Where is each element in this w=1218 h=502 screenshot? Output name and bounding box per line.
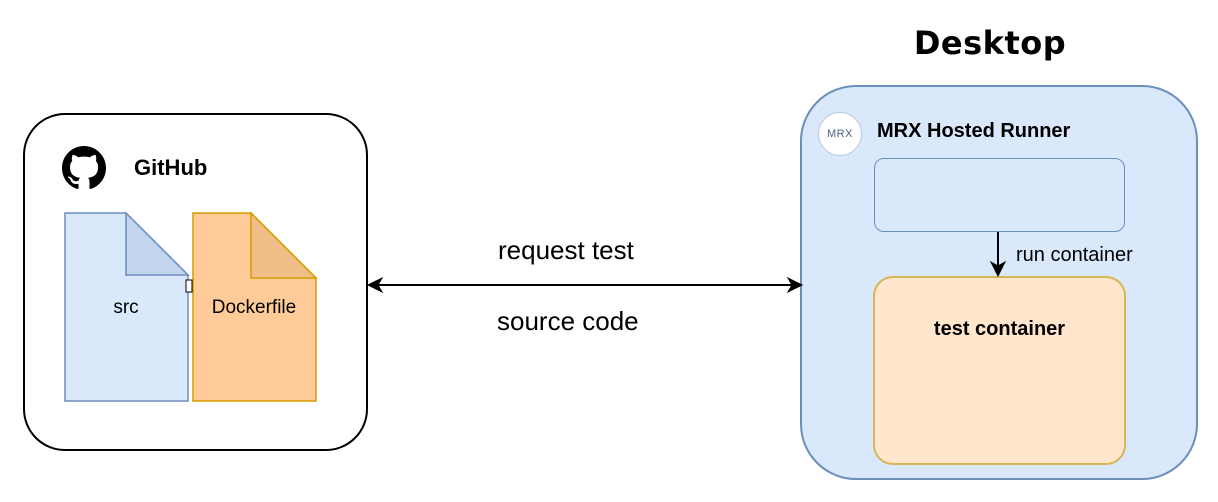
github-label: GitHub (134, 155, 208, 180)
desktop-title: Desktop (913, 24, 1067, 62)
runner-label: MRX Hosted Runner (877, 120, 1071, 142)
runner-box (874, 158, 1125, 232)
mrx-logo-icon: MRX (818, 112, 862, 156)
bidirectional-arrow (366, 276, 804, 294)
file-link-marker (185, 279, 193, 293)
test-container-box (873, 276, 1126, 465)
github-icon (62, 146, 106, 189)
request-test-label: request test (498, 235, 634, 265)
run-container-arrow (989, 232, 1007, 278)
src-file-icon (64, 211, 190, 402)
test-container-label: test container (933, 318, 1066, 340)
source-code-label: source code (497, 306, 639, 336)
dockerfile-label: Dockerfile (211, 297, 297, 318)
dockerfile-icon (192, 211, 318, 402)
src-file-label: src (113, 297, 139, 318)
run-container-label: run container (1016, 244, 1133, 266)
